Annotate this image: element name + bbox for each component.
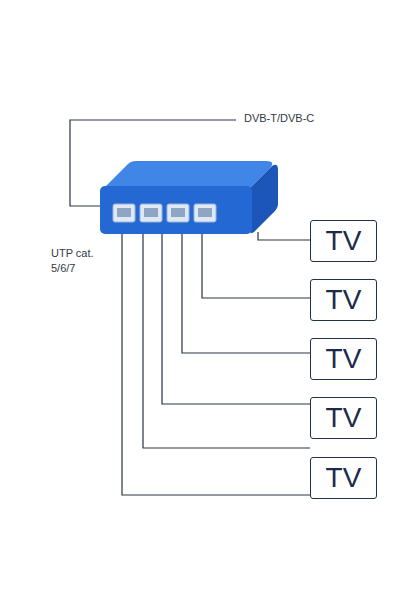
tv-box: TV (310, 338, 377, 380)
tv-box: TV (310, 279, 377, 321)
rj45-port (140, 204, 162, 222)
utp-cable (182, 222, 310, 353)
box-front (100, 186, 252, 234)
utp-cable (143, 222, 310, 448)
utp-cable (162, 222, 310, 404)
signal-label: DVB-T/DVB-C (243, 111, 315, 126)
port-socket (198, 208, 212, 217)
tv-box: TV (310, 397, 377, 439)
port-socket (117, 208, 131, 217)
tv-label: TV (326, 286, 362, 314)
rj45-port (113, 204, 135, 222)
rj45-port (194, 204, 216, 222)
tv-label: TV (326, 464, 362, 492)
box-top (104, 161, 272, 188)
port-socket (171, 208, 185, 217)
port-socket (144, 208, 158, 217)
utp-cable (258, 232, 310, 240)
splitter-box (100, 161, 278, 234)
box-side (250, 165, 278, 233)
tv-box: TV (310, 220, 377, 262)
rj45-port (167, 204, 189, 222)
utp-cable (122, 222, 310, 495)
wires (70, 120, 310, 495)
cable-label: UTP cat. 5/6/7 (50, 246, 104, 277)
rj45-ports (113, 204, 216, 222)
tv-box: TV (310, 457, 377, 499)
tv-label: TV (326, 345, 362, 373)
tv-label: TV (326, 227, 362, 255)
tv-label: TV (326, 404, 362, 432)
